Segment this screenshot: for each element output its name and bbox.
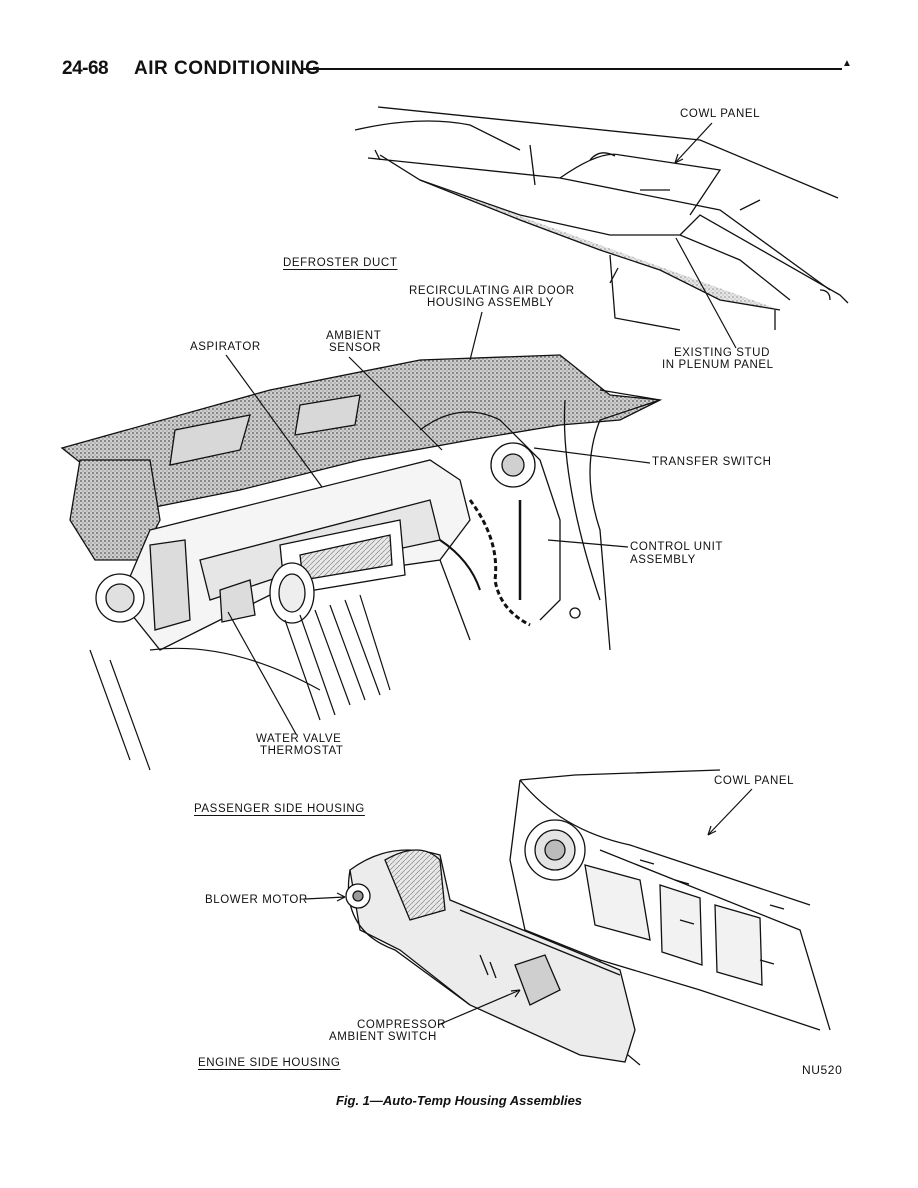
- cowl-plenum-drawing: [354, 106, 849, 331]
- control-unit-and-wiring: [419, 389, 661, 651]
- aspirator-label: ASPIRATOR: [190, 341, 261, 353]
- cowl-panel-top-leader: [674, 122, 713, 164]
- recirculating-door-label-2: HOUSING ASSEMBLY: [427, 297, 554, 309]
- cowl-panel-bottom-label: COWL PANEL: [714, 775, 795, 787]
- recirculating-door-label-1: RECIRCULATING AIR DOOR: [409, 285, 575, 297]
- ambient-sensor-label-1: AMBIENT: [326, 330, 382, 342]
- cowl-panel-top-label: COWL PANEL: [680, 108, 761, 120]
- compressor-switch-label-1: COMPRESSOR: [357, 1019, 447, 1031]
- header-rule-marker: ▲: [842, 58, 852, 69]
- passenger-side-housing-label: PASSENGER SIDE HOUSING: [194, 803, 365, 815]
- existing-stud-leader: [675, 237, 737, 349]
- middle-leaders: [225, 311, 651, 735]
- water-valve-label-2: THERMOSTAT: [260, 745, 344, 757]
- ambient-sensor-label-2: SENSOR: [329, 342, 382, 354]
- figure-id: NU520: [802, 1063, 843, 1077]
- cowl-panel-lower: [509, 769, 831, 1066]
- header-rule: [302, 68, 842, 70]
- blower-motor-label: BLOWER MOTOR: [205, 894, 308, 906]
- control-unit-label-2: ASSEMBLY: [630, 554, 696, 566]
- section-title: AIR CONDITIONING: [134, 58, 321, 79]
- defroster-duct: [60, 354, 663, 561]
- page-header: 24-68 AIR CONDITIONING ▲: [62, 58, 852, 82]
- heater-housing: [95, 459, 471, 651]
- cowl-panel-lower-leader: [707, 788, 753, 836]
- control-unit-label-1: CONTROL UNIT: [630, 541, 724, 553]
- water-valve-label-1: WATER VALVE: [256, 733, 342, 745]
- existing-stud-label-2: IN PLENUM PANEL: [662, 359, 774, 371]
- figure-caption: Fig. 1—Auto-Temp Housing Assemblies: [335, 1093, 583, 1108]
- defroster-duct-label: DEFROSTER DUCT: [283, 257, 398, 269]
- existing-stud-label-1: EXISTING STUD: [674, 347, 770, 359]
- page-number: 24-68: [62, 58, 109, 79]
- transfer-switch-label: TRANSFER SWITCH: [652, 456, 772, 468]
- engine-side-housing-label: ENGINE SIDE HOUSING: [198, 1057, 341, 1069]
- glove-box-tubes: [89, 594, 391, 771]
- compressor-switch-label-2: AMBIENT SWITCH: [329, 1031, 437, 1043]
- bottom-leaders: [304, 892, 521, 1026]
- engine-side-housing: [345, 849, 636, 1063]
